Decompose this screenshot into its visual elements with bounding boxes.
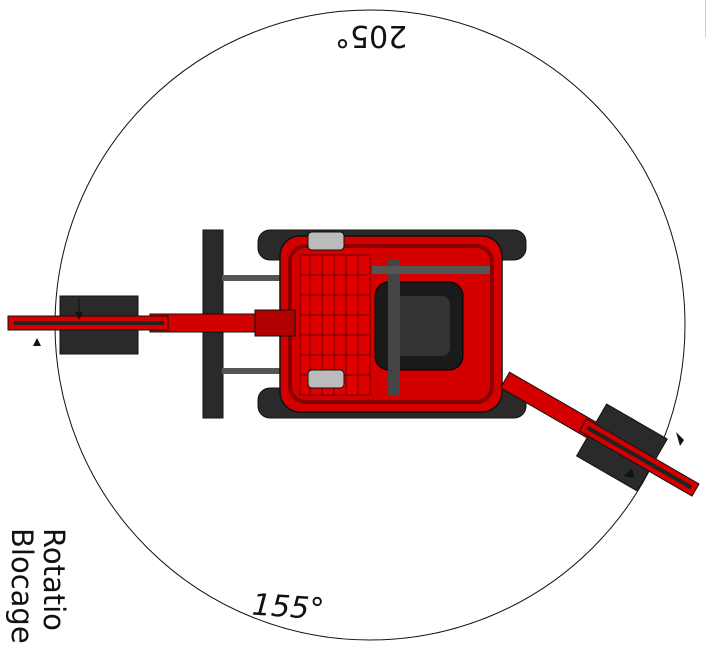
blade-arm-bottom <box>222 368 282 374</box>
cylinder-right <box>586 425 693 490</box>
side-label-blocage: Blocage <box>5 528 39 644</box>
side-label-rotation: Rotatio <box>37 528 71 631</box>
blade-arm-top <box>222 275 282 281</box>
arrowhead-left-top <box>75 312 83 320</box>
angle-label-205: 205° <box>335 18 408 53</box>
seat-cushion <box>388 296 450 356</box>
edge-divider <box>705 0 706 38</box>
rollbar-top <box>372 266 490 274</box>
counterweight-bottom <box>307 369 345 389</box>
counterweight-top <box>307 231 345 251</box>
boom-pivot <box>254 309 296 337</box>
arrowhead-right-top <box>676 432 684 446</box>
boom-right-group <box>499 371 700 497</box>
arrowhead-right-bottom <box>624 468 634 478</box>
arrowhead-left-bottom <box>33 338 41 346</box>
cylinder-left <box>14 321 164 325</box>
angle-label-155: 155° <box>250 587 326 628</box>
rollbar-post <box>388 260 400 396</box>
